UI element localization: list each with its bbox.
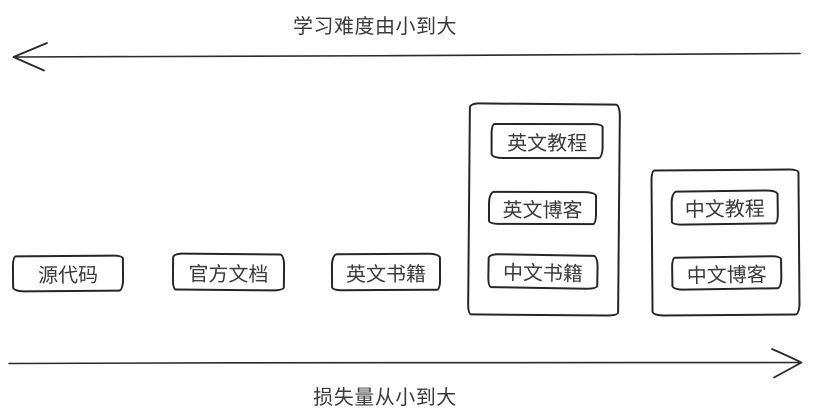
group-chinese: 中文教程 中文博客 xyxy=(650,168,801,317)
node-english-tutorials: 英文教程 xyxy=(490,122,604,160)
node-english-blogs: 英文博客 xyxy=(487,190,598,226)
loss-axis-arrow-right xyxy=(8,348,803,379)
node-source-code: 源代码 xyxy=(11,254,125,293)
node-english-books: 英文书籍 xyxy=(330,252,442,292)
node-official-docs: 官方文档 xyxy=(171,252,286,292)
node-chinese-tutorials: 中文教程 xyxy=(670,189,779,226)
loss-axis-label: 损失量从小到大 xyxy=(313,387,457,409)
difficulty-axis-label: 学习难度由小到大 xyxy=(293,16,457,38)
group-english-mixed: 英文教程 英文博客 中文书籍 xyxy=(467,102,621,317)
difficulty-axis-arrow-left xyxy=(12,42,801,72)
node-chinese-blogs: 中文博客 xyxy=(670,255,783,291)
node-chinese-books: 中文书籍 xyxy=(487,253,599,290)
